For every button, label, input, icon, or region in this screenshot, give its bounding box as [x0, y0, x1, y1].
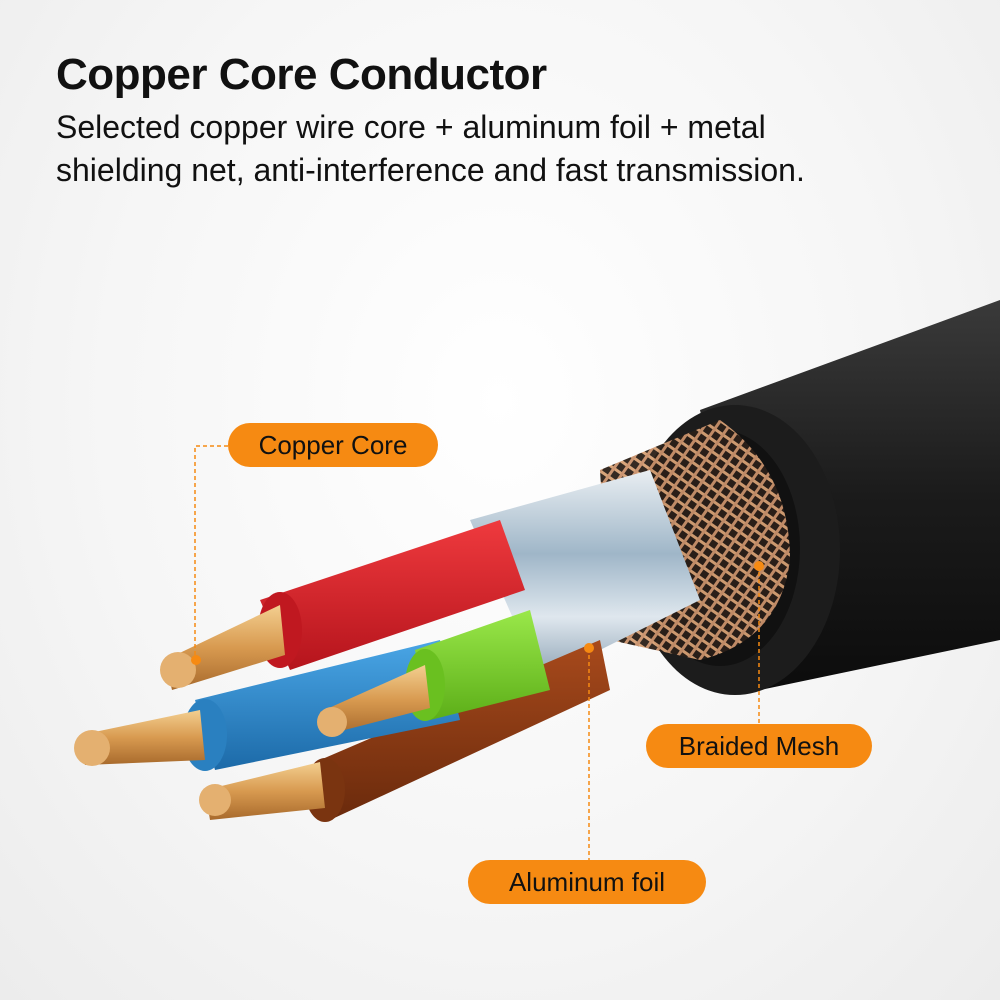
red-wire	[160, 520, 525, 690]
copper-core-label: Copper Core	[228, 423, 438, 467]
page-title: Copper Core Conductor	[56, 50, 547, 99]
callout-aluminum-foil-line	[584, 643, 594, 860]
braided-mesh-label: Braided Mesh	[646, 724, 872, 768]
page-subtitle: Selected copper wire core + aluminum foi…	[56, 109, 805, 188]
aluminum-foil-label: Aluminum foil	[468, 860, 706, 904]
callout-braided-mesh-line	[754, 561, 764, 724]
green-wire	[317, 610, 550, 737]
blue-wire	[74, 640, 460, 771]
callout-copper-core-line	[191, 445, 228, 665]
